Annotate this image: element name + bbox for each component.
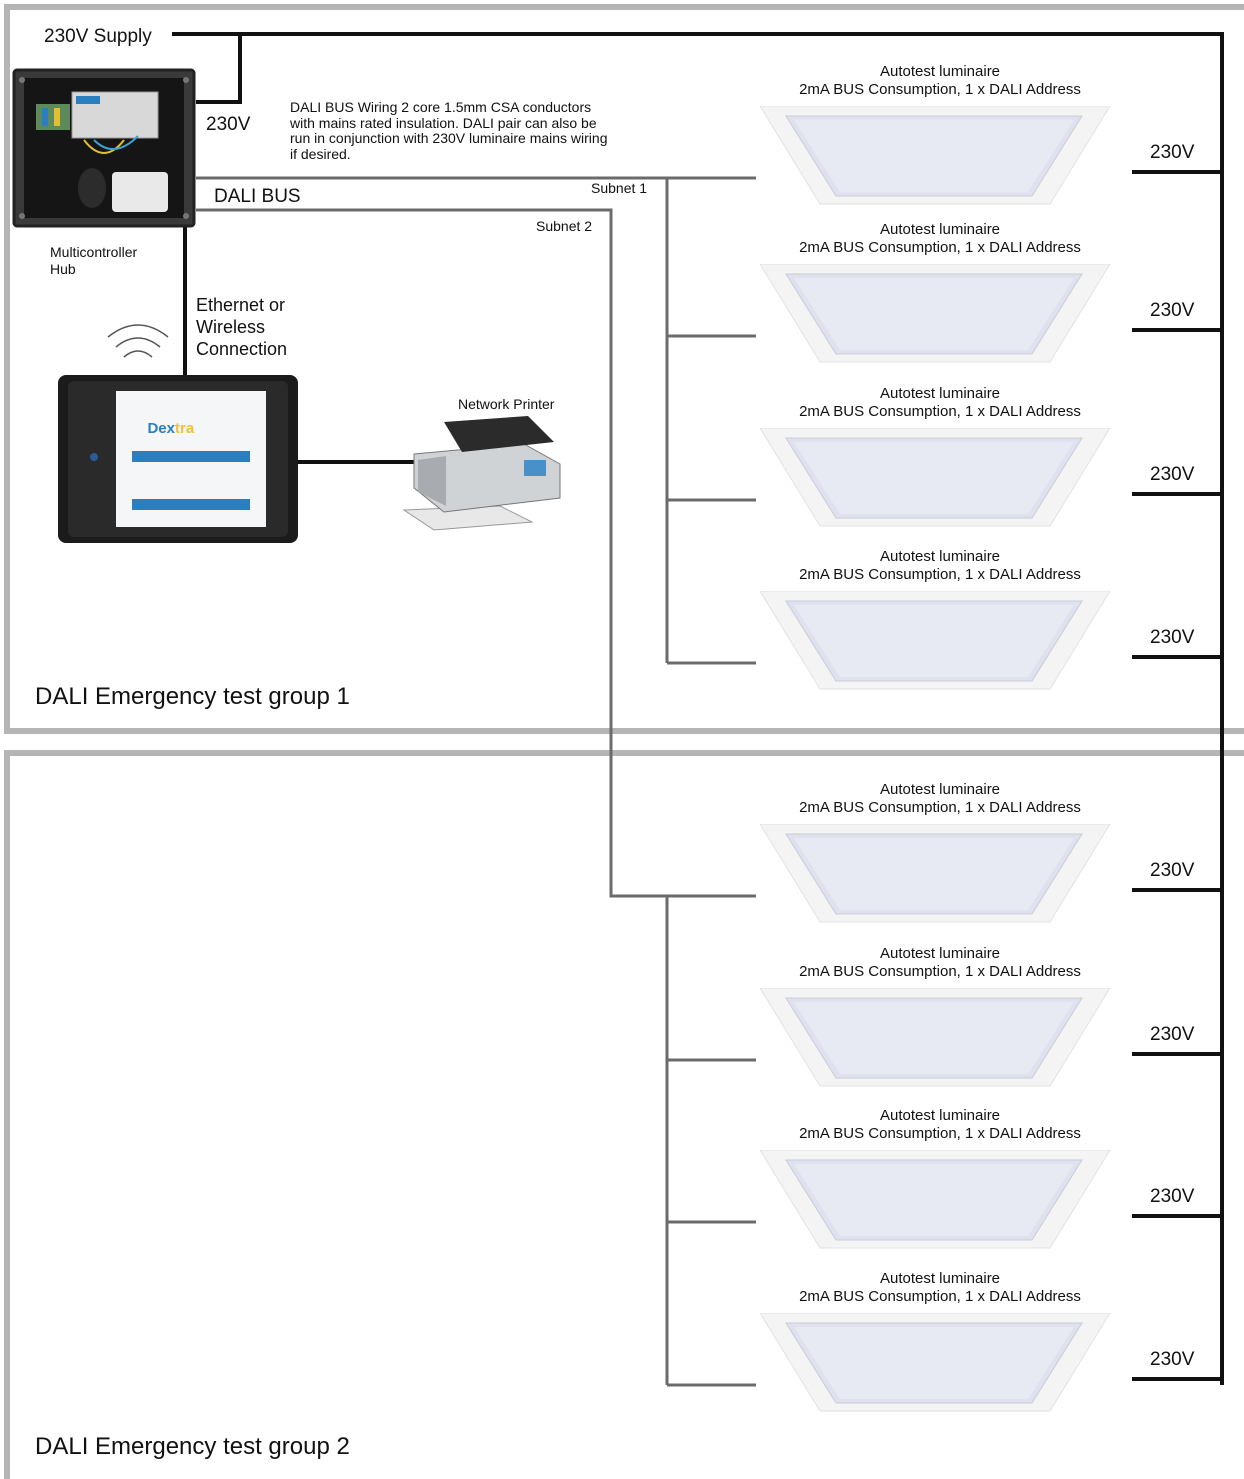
panel-icon [759, 987, 1111, 1087]
subnet-2-wire [196, 208, 756, 898]
tablet-brand-a: Dex [147, 420, 175, 437]
luminaire-spec: 2mA BUS Consumption, 1 x DALI Address [799, 1125, 1081, 1142]
luminaire-voltage: 230V [1150, 627, 1195, 648]
hub-label: Multicontroller Hub [50, 244, 138, 277]
luminaire-spec: 2mA BUS Consumption, 1 x DALI Address [799, 799, 1081, 816]
tablet-brand-b: tra [175, 420, 195, 437]
luminaire-spec: 2mA BUS Consumption, 1 x DALI Address [799, 403, 1081, 420]
luminaire-panel [759, 427, 1120, 533]
luminaire-voltage: 230V [1150, 1024, 1195, 1045]
test-group-2-label: DALI Emergency test group 2 [35, 1433, 350, 1460]
luminaire-spec: 2mA BUS Consumption, 1 x DALI Address [799, 566, 1081, 583]
panel-icon [759, 263, 1111, 363]
test-group-1-label: DALI Emergency test group 1 [35, 683, 350, 710]
panel-icon [759, 1312, 1111, 1412]
luminaire-voltage: 230V [1150, 300, 1195, 321]
luminaire-voltage: 230V [1150, 464, 1195, 485]
luminaire-panel [759, 823, 1120, 929]
luminaire-panel [759, 987, 1120, 1093]
luminaire-title: Autotest luminaire [879, 781, 1001, 798]
luminaire-panel [759, 263, 1120, 369]
panel-icon [759, 427, 1111, 527]
luminaire-voltage: 230V [1150, 860, 1195, 881]
luminaire-spec: 2mA BUS Consumption, 1 x DALI Address [799, 1288, 1081, 1305]
luminaire-title: Autotest luminaire [879, 63, 1001, 80]
supply-wire [172, 32, 1224, 1385]
wiring-note: DALI BUS Wiring 2 core 1.5mm CSA conduct… [290, 99, 608, 162]
multicontroller-hub [12, 68, 196, 228]
panel-icon [759, 823, 1111, 923]
panel-icon [759, 1149, 1111, 1249]
connection-label: Ethernet or Wireless Connection [196, 295, 288, 359]
hub-feed-wire [196, 34, 242, 104]
luminaire-voltage: 230V [1150, 142, 1195, 163]
test-group-1-frame [4, 4, 1244, 734]
luminaire-panel [759, 590, 1120, 696]
panel-icon [759, 105, 1111, 205]
luminaire-title: Autotest luminaire [879, 1270, 1001, 1287]
hub-feed-label: 230V [206, 114, 251, 135]
subnet-2-label: Subnet 2 [536, 218, 593, 234]
mains-taps [1132, 170, 1222, 1381]
panel-icon [759, 590, 1111, 690]
luminaire-title: Autotest luminaire [879, 385, 1001, 402]
luminaire-panel [759, 1312, 1120, 1418]
luminaire-panel [759, 105, 1120, 211]
network-printer [402, 416, 561, 531]
luminaire-voltage: 230V [1150, 1349, 1195, 1370]
luminaire-spec: 2mA BUS Consumption, 1 x DALI Address [799, 81, 1081, 98]
luminaire-spec: 2mA BUS Consumption, 1 x DALI Address [799, 963, 1081, 980]
wifi-icon [107, 324, 169, 358]
test-group-2-frame [4, 750, 1244, 1479]
luminaire-title: Autotest luminaire [879, 945, 1001, 962]
supply-label: 230V Supply [44, 26, 152, 47]
luminaire-title: Autotest luminaire [879, 1107, 1001, 1124]
control-tablet: Dex tra [58, 375, 298, 543]
subnet-1-label: Subnet 1 [591, 180, 648, 196]
printer-label: Network Printer [458, 396, 555, 412]
luminaire-spec: 2mA BUS Consumption, 1 x DALI Address [799, 239, 1081, 256]
luminaire-panel [759, 1149, 1120, 1255]
luminaire-title: Autotest luminaire [879, 548, 1001, 565]
bus-taps [667, 334, 756, 1387]
luminaire-voltage: 230V [1150, 1186, 1195, 1207]
dali-bus-label: DALI BUS [214, 186, 301, 207]
luminaire-title: Autotest luminaire [879, 221, 1001, 238]
